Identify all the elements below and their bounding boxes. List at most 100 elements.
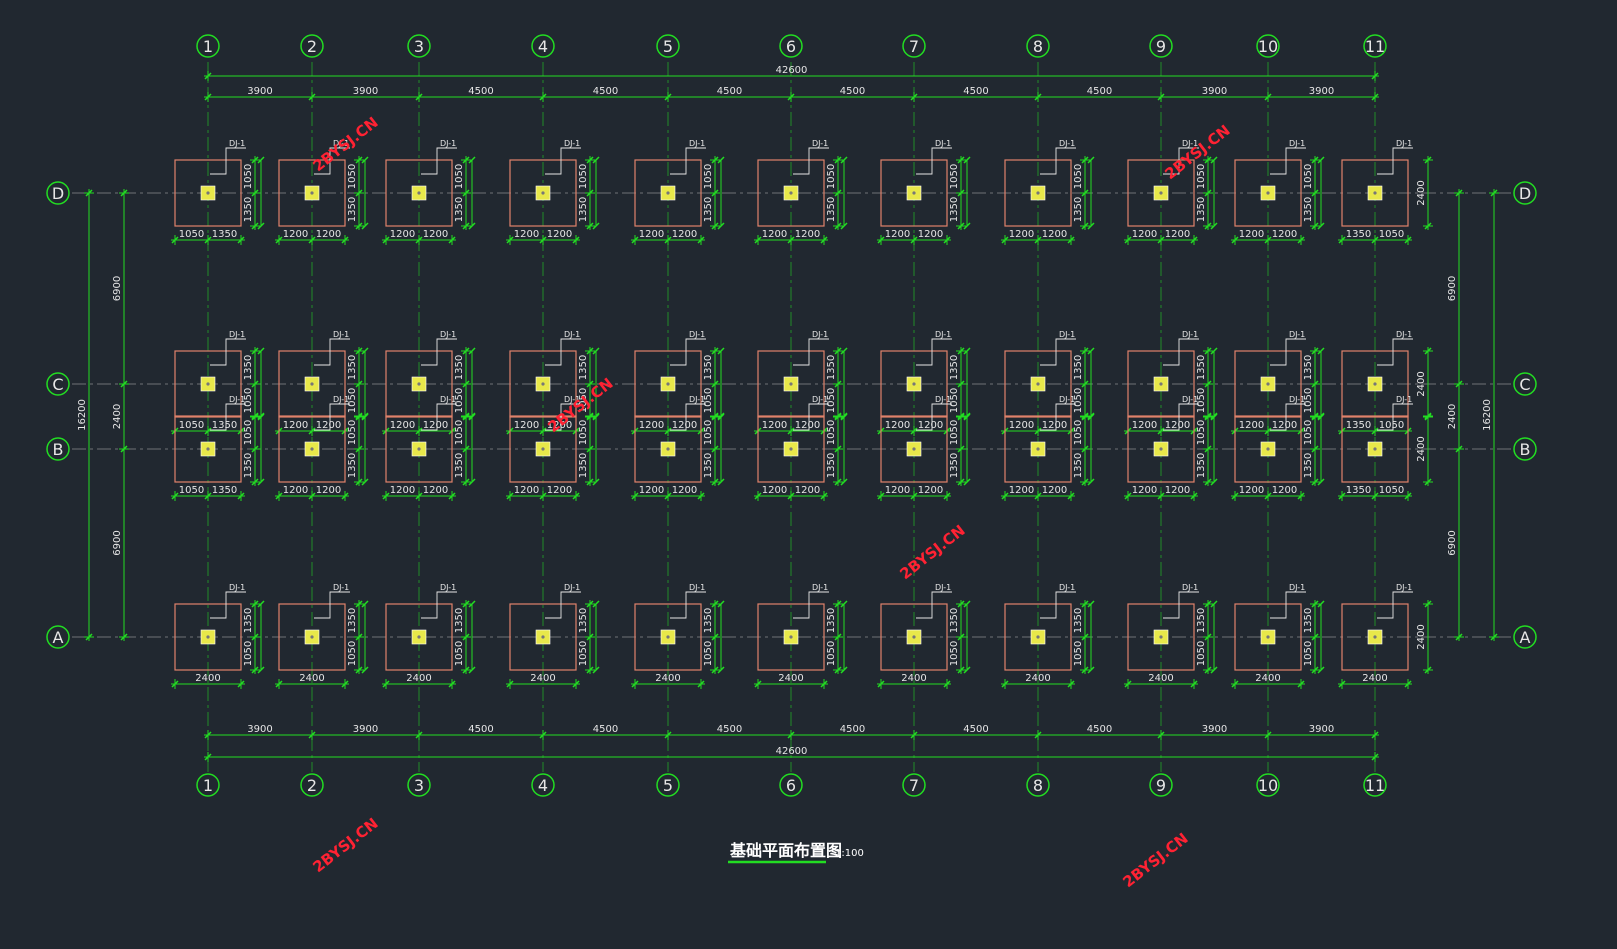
leader-line xyxy=(314,147,350,175)
dimension-tick xyxy=(586,222,594,230)
dimension-tick xyxy=(275,236,283,244)
dimension-tick xyxy=(943,680,951,688)
leader-line xyxy=(210,147,246,175)
dimension-label: 1200 xyxy=(1165,229,1190,240)
leader-line xyxy=(545,591,581,619)
dimension-tick xyxy=(711,666,719,674)
dimension-label: 6900 xyxy=(1447,276,1458,301)
dimension-label: 1200 xyxy=(1009,229,1034,240)
footing-outline xyxy=(174,350,242,418)
dimension-tick xyxy=(586,380,594,388)
dimension-tick xyxy=(308,731,316,739)
dimension-tick xyxy=(171,492,179,500)
footing-label: DJ-1 xyxy=(440,330,456,339)
dimension-tick xyxy=(957,412,965,420)
dimension-tick xyxy=(1124,236,1132,244)
dimension-label: 1050 xyxy=(1196,164,1207,189)
footing-label: DJ-1 xyxy=(935,139,951,148)
dimension-tick xyxy=(257,666,265,674)
footing-outline xyxy=(174,603,242,671)
dimension-tick xyxy=(1001,236,1009,244)
leader-line xyxy=(545,338,581,366)
dimension-label: 1350 xyxy=(1196,453,1207,478)
footing-label: DJ-1 xyxy=(689,139,705,148)
column-center xyxy=(541,447,545,451)
axis-circle xyxy=(1256,34,1280,58)
dimension-tick xyxy=(840,666,848,674)
dimension-label: 2400 xyxy=(112,404,123,429)
dimension-tick xyxy=(957,445,965,453)
dimension-tick xyxy=(943,492,951,500)
dimension-tick xyxy=(1157,427,1165,435)
footing-outline xyxy=(1341,415,1409,483)
footing-outline xyxy=(1127,603,1195,671)
dimension-tick xyxy=(355,633,363,641)
axis-label: 8 xyxy=(1033,37,1043,56)
dimension-tick xyxy=(1424,478,1432,486)
dimension-tick xyxy=(910,427,918,435)
axis-circle xyxy=(407,34,431,58)
footing-outline xyxy=(1127,350,1195,418)
dimension-tick xyxy=(1190,236,1198,244)
dimension-label: 1050 xyxy=(454,388,465,413)
leader-line xyxy=(1377,403,1413,431)
dimension-label: 1050 xyxy=(1379,229,1404,240)
dimension-tick xyxy=(468,478,476,486)
watermark: 2BYSJ.CN xyxy=(1119,829,1191,891)
column-center xyxy=(541,191,545,195)
axis-circle xyxy=(779,773,803,797)
footing-outline xyxy=(509,350,577,418)
footing-label: DJ-1 xyxy=(564,395,580,404)
dimension-label: 1200 xyxy=(514,485,539,496)
dimension-tick xyxy=(204,72,212,80)
footing-outline xyxy=(634,603,702,671)
dimension-tick xyxy=(1210,222,1218,230)
dimension-tick xyxy=(1317,222,1325,230)
dimension-tick xyxy=(586,445,594,453)
dimension-tick xyxy=(448,492,456,500)
column-axis-bubble: 3 xyxy=(407,34,431,58)
dimension-tick xyxy=(1204,380,1212,388)
dimension-label: 1350 xyxy=(243,453,254,478)
dimension-label: 2400 xyxy=(299,673,324,684)
dimension-tick xyxy=(1204,600,1212,608)
dimension-tick xyxy=(1081,156,1089,164)
dimension-tick xyxy=(834,478,842,486)
dimension-tick xyxy=(171,236,179,244)
dimension-tick xyxy=(448,680,456,688)
dimension-tick xyxy=(717,412,725,420)
footing-outline xyxy=(1004,415,1072,483)
leader-line xyxy=(421,338,457,366)
dimension-tick xyxy=(462,600,470,608)
dimension-label: 1350 xyxy=(347,453,358,478)
dimension-tick xyxy=(957,633,965,641)
dimension-tick xyxy=(1338,236,1346,244)
dimension-label: 1050 xyxy=(179,485,204,496)
footing-outline xyxy=(174,415,242,483)
dimension-tick xyxy=(1124,492,1132,500)
dimension-tick xyxy=(834,222,842,230)
footing-outline xyxy=(1004,350,1072,418)
dimension-tick xyxy=(341,492,349,500)
column-center xyxy=(912,191,916,195)
column-center xyxy=(1266,382,1270,386)
dimension-label: 1050 xyxy=(703,420,714,445)
dimension-label: 1350 xyxy=(578,197,589,222)
footing-label: DJ-1 xyxy=(1182,139,1198,148)
dimension-label: 3900 xyxy=(247,724,272,735)
dimension-label: 1050 xyxy=(826,641,837,666)
dimension-tick xyxy=(1371,236,1379,244)
dimension-label: 1200 xyxy=(1272,420,1297,431)
dimension-tick xyxy=(1404,236,1412,244)
dimension-tick xyxy=(308,236,316,244)
